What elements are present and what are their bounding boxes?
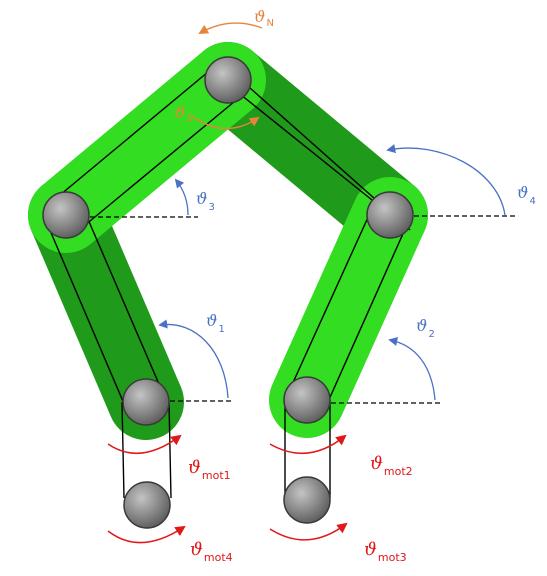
arc-theta-mot2 — [269, 434, 347, 455]
arc-theta-5 — [191, 115, 260, 130]
angle-arcs-orange — [191, 22, 263, 130]
arc-theta-n — [198, 22, 263, 34]
label-theta-mot4: ϑmot4 — [190, 539, 233, 564]
reference-lines — [66, 215, 518, 404]
joint-base-left — [122, 378, 170, 426]
motor-pulley-left — [123, 481, 171, 529]
label-theta-3: ϑ3 — [196, 189, 215, 213]
angle-labels: ϑN ϑ5 ϑ3 ϑ4 ϑ1 ϑ2 ϑmot1 ϑmot2 ϑmot4 ϑmot… — [174, 7, 536, 564]
label-theta-mot3: ϑmot3 — [364, 539, 407, 564]
link-left-upper — [28, 42, 266, 253]
joint-base-right — [283, 376, 331, 424]
arc-theta-mot4 — [107, 525, 186, 544]
label-theta-n: ϑN — [254, 7, 274, 29]
label-theta-mot1: ϑmot1 — [188, 457, 231, 482]
belts — [45, 69, 411, 499]
label-theta-4: ϑ4 — [517, 183, 536, 207]
angle-arcs-blue — [158, 144, 506, 401]
arc-theta-2 — [388, 336, 436, 401]
joint-left — [42, 191, 90, 239]
arc-theta-1 — [158, 319, 229, 399]
arc-theta-3 — [174, 178, 189, 216]
joints — [42, 56, 414, 529]
arc-theta-mot3 — [269, 522, 348, 541]
arc-theta-4 — [386, 144, 506, 216]
label-theta-mot2: ϑmot2 — [370, 453, 413, 478]
joint-top — [204, 56, 252, 104]
joint-right — [366, 191, 414, 239]
arc-theta-mot1 — [107, 434, 182, 455]
link-right-lower — [269, 177, 428, 438]
angle-arcs-red — [107, 434, 348, 544]
label-theta-1: ϑ1 — [206, 311, 225, 335]
label-theta-5: ϑ5 — [174, 103, 193, 125]
label-theta-2: ϑ2 — [416, 316, 435, 340]
motor-pulley-right — [283, 476, 331, 524]
